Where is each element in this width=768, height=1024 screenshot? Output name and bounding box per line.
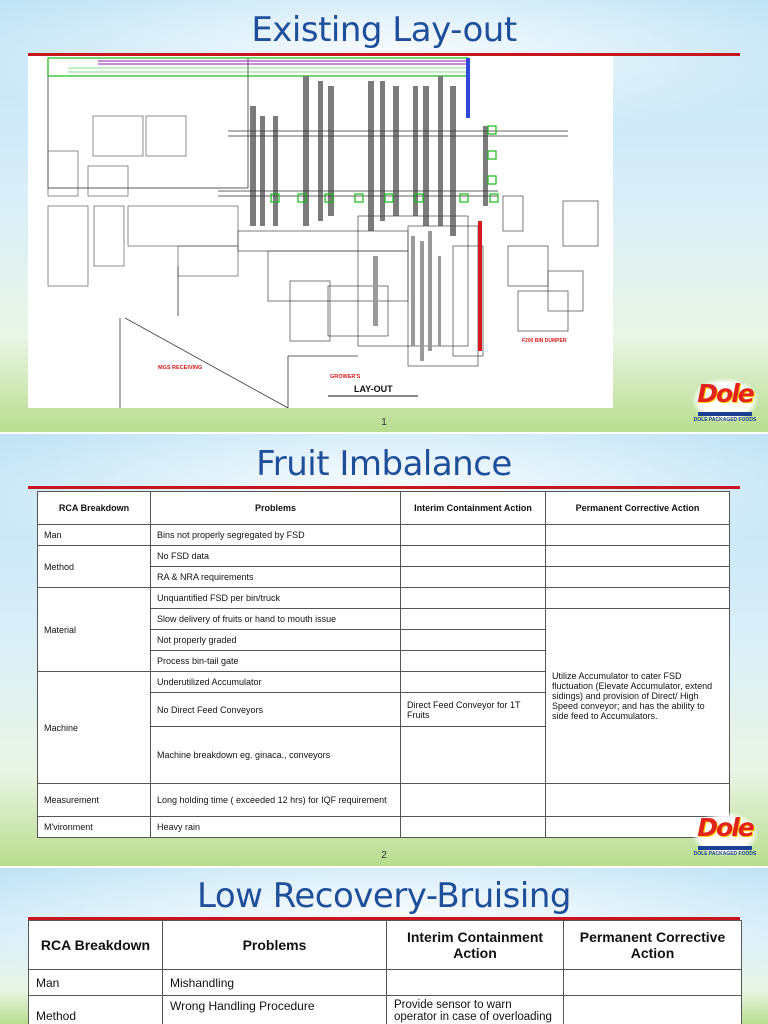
permanent-cell	[545, 545, 730, 567]
interim-cell	[400, 650, 546, 672]
slide-number: 1	[381, 417, 387, 428]
interim-cell	[400, 671, 546, 693]
rca-table: RCA Breakdown Problems Interim Containme…	[28, 920, 742, 1024]
interim-cell	[400, 726, 546, 784]
slide-fruit-imbalance: Fruit Imbalance RCA Breakdown Problems I…	[0, 434, 768, 866]
label-layout: LAY-OUT	[354, 384, 393, 394]
table-row: Man Bins not properly segregated by FSD	[37, 524, 730, 546]
category-cell: Method	[37, 545, 151, 588]
title-divider	[28, 53, 740, 56]
problem-cell: Underutilized Accumulator	[150, 671, 401, 693]
table-row: Method No FSD data	[37, 545, 730, 588]
header-problems: Problems	[150, 491, 401, 525]
permanent-cell	[545, 524, 730, 546]
label-growers: GROWER'S	[330, 374, 361, 380]
rca-table: RCA Breakdown Problems Interim Containme…	[37, 491, 730, 838]
interim-cell	[400, 566, 546, 588]
header-rca-breakdown: RCA Breakdown	[28, 920, 163, 970]
permanent-action-cell: Utilize Accumulator to cater FSD fluctua…	[545, 608, 730, 784]
permanent-cell	[545, 587, 730, 609]
slide-number: 2	[381, 850, 387, 861]
dole-logo: Dole DOLE PACKAGED FOODS	[692, 812, 758, 857]
header-problems: Problems	[162, 920, 387, 970]
plant-layout-drawing: MGS RECEIVING GROWER'S LAY-OUT F200 BIN …	[47, 57, 599, 408]
header-interim-action: Interim Containment Action	[400, 491, 546, 525]
dole-logo: Dole DOLE PACKAGED FOODS	[692, 378, 758, 423]
problem-cell: Mishandling	[162, 969, 387, 996]
permanent-cell	[563, 969, 742, 996]
problem-cell: Machine breakdown eg. ginaca., conveyors	[150, 726, 401, 784]
problem-cell: Process bin-tail gate	[150, 650, 401, 672]
interim-cell	[400, 524, 546, 546]
table-row: Method Wrong Handling Procedure Provide …	[28, 995, 742, 1024]
interim-cell	[400, 783, 546, 817]
interim-cell: Provide sensor to warn operator in case …	[386, 995, 564, 1024]
category-cell: Material	[37, 587, 151, 672]
table-row: Measurement Long holding time ( exceeded…	[37, 783, 730, 817]
slide-title: Fruit Imbalance	[256, 444, 512, 484]
category-cell: Man	[28, 969, 163, 996]
problem-cell: No FSD data	[150, 545, 401, 567]
interim-cell	[400, 608, 546, 630]
permanent-cell	[545, 566, 730, 588]
table-row: Machine Underutilized Accumulator	[37, 671, 730, 784]
table-row: M'vironment Heavy rain	[37, 816, 730, 838]
problem-cell: No Direct Feed Conveyors	[150, 692, 401, 727]
table-row: RA & NRA requirements	[38, 566, 730, 588]
slide-low-recovery-bruising: Low Recovery-Bruising RCA Breakdown Prob…	[0, 868, 768, 1024]
header-permanent-action: Permanent Corrective Action	[563, 920, 742, 970]
slide-title: Existing Lay-out	[251, 10, 517, 50]
problem-cell: Long holding time ( exceeded 12 hrs) for…	[150, 783, 401, 817]
interim-cell	[400, 587, 546, 609]
label-mgs-receiving: MGS RECEIVING	[158, 365, 202, 371]
table-header-row: RCA Breakdown Problems Interim Containme…	[37, 491, 730, 525]
category-cell: M'vironment	[37, 816, 151, 838]
table-header-row: RCA Breakdown Problems Interim Containme…	[28, 920, 742, 970]
interim-direct-feed-cell: Direct Feed Conveyor for 1T Fruits	[400, 692, 546, 727]
problem-cell: Heavy rain	[150, 816, 401, 838]
category-cell: Method	[28, 995, 163, 1024]
category-cell: Man	[37, 524, 151, 546]
header-permanent-action: Permanent Corrective Action	[545, 491, 730, 525]
table-row: No Direct Feed Conveyors Direct Feed Con…	[38, 692, 730, 727]
title-divider	[28, 917, 740, 920]
category-cell: Measurement	[37, 783, 151, 817]
problem-cell: Wrong Handling Procedure	[162, 995, 387, 1024]
problem-cell: Slow delivery of fruits or hand to mouth…	[150, 608, 401, 630]
problem-cell: RA & NRA requirements	[150, 566, 401, 588]
table-row: Slow delivery of fruits or hand to mouth…	[38, 608, 730, 784]
slide-existing-layout: Existing Lay-out	[0, 0, 768, 432]
table-row: Material Unquantified FSD per bin/truck	[37, 587, 730, 672]
problem-cell: Not properly graded	[150, 629, 401, 651]
interim-cell	[400, 545, 546, 567]
label-bin-dumper: F200 BIN DUMPER	[522, 338, 567, 344]
header-interim-action: Interim Containment Action	[386, 920, 564, 970]
table-row: Man Mishandling	[28, 969, 742, 996]
category-cell: Machine	[37, 671, 151, 784]
permanent-cell	[563, 995, 742, 1024]
interim-cell	[400, 629, 546, 651]
interim-cell	[400, 816, 546, 838]
layout-drawing: MGS RECEIVING GROWER'S LAY-OUT F200 BIN …	[28, 56, 613, 408]
header-rca-breakdown: RCA Breakdown	[37, 491, 151, 525]
problem-cell: Unquantified FSD per bin/truck	[150, 587, 401, 609]
problem-cell: Bins not properly segregated by FSD	[150, 524, 401, 546]
interim-cell	[386, 969, 564, 996]
slide-title: Low Recovery-Bruising	[197, 876, 571, 916]
title-divider	[28, 486, 740, 489]
